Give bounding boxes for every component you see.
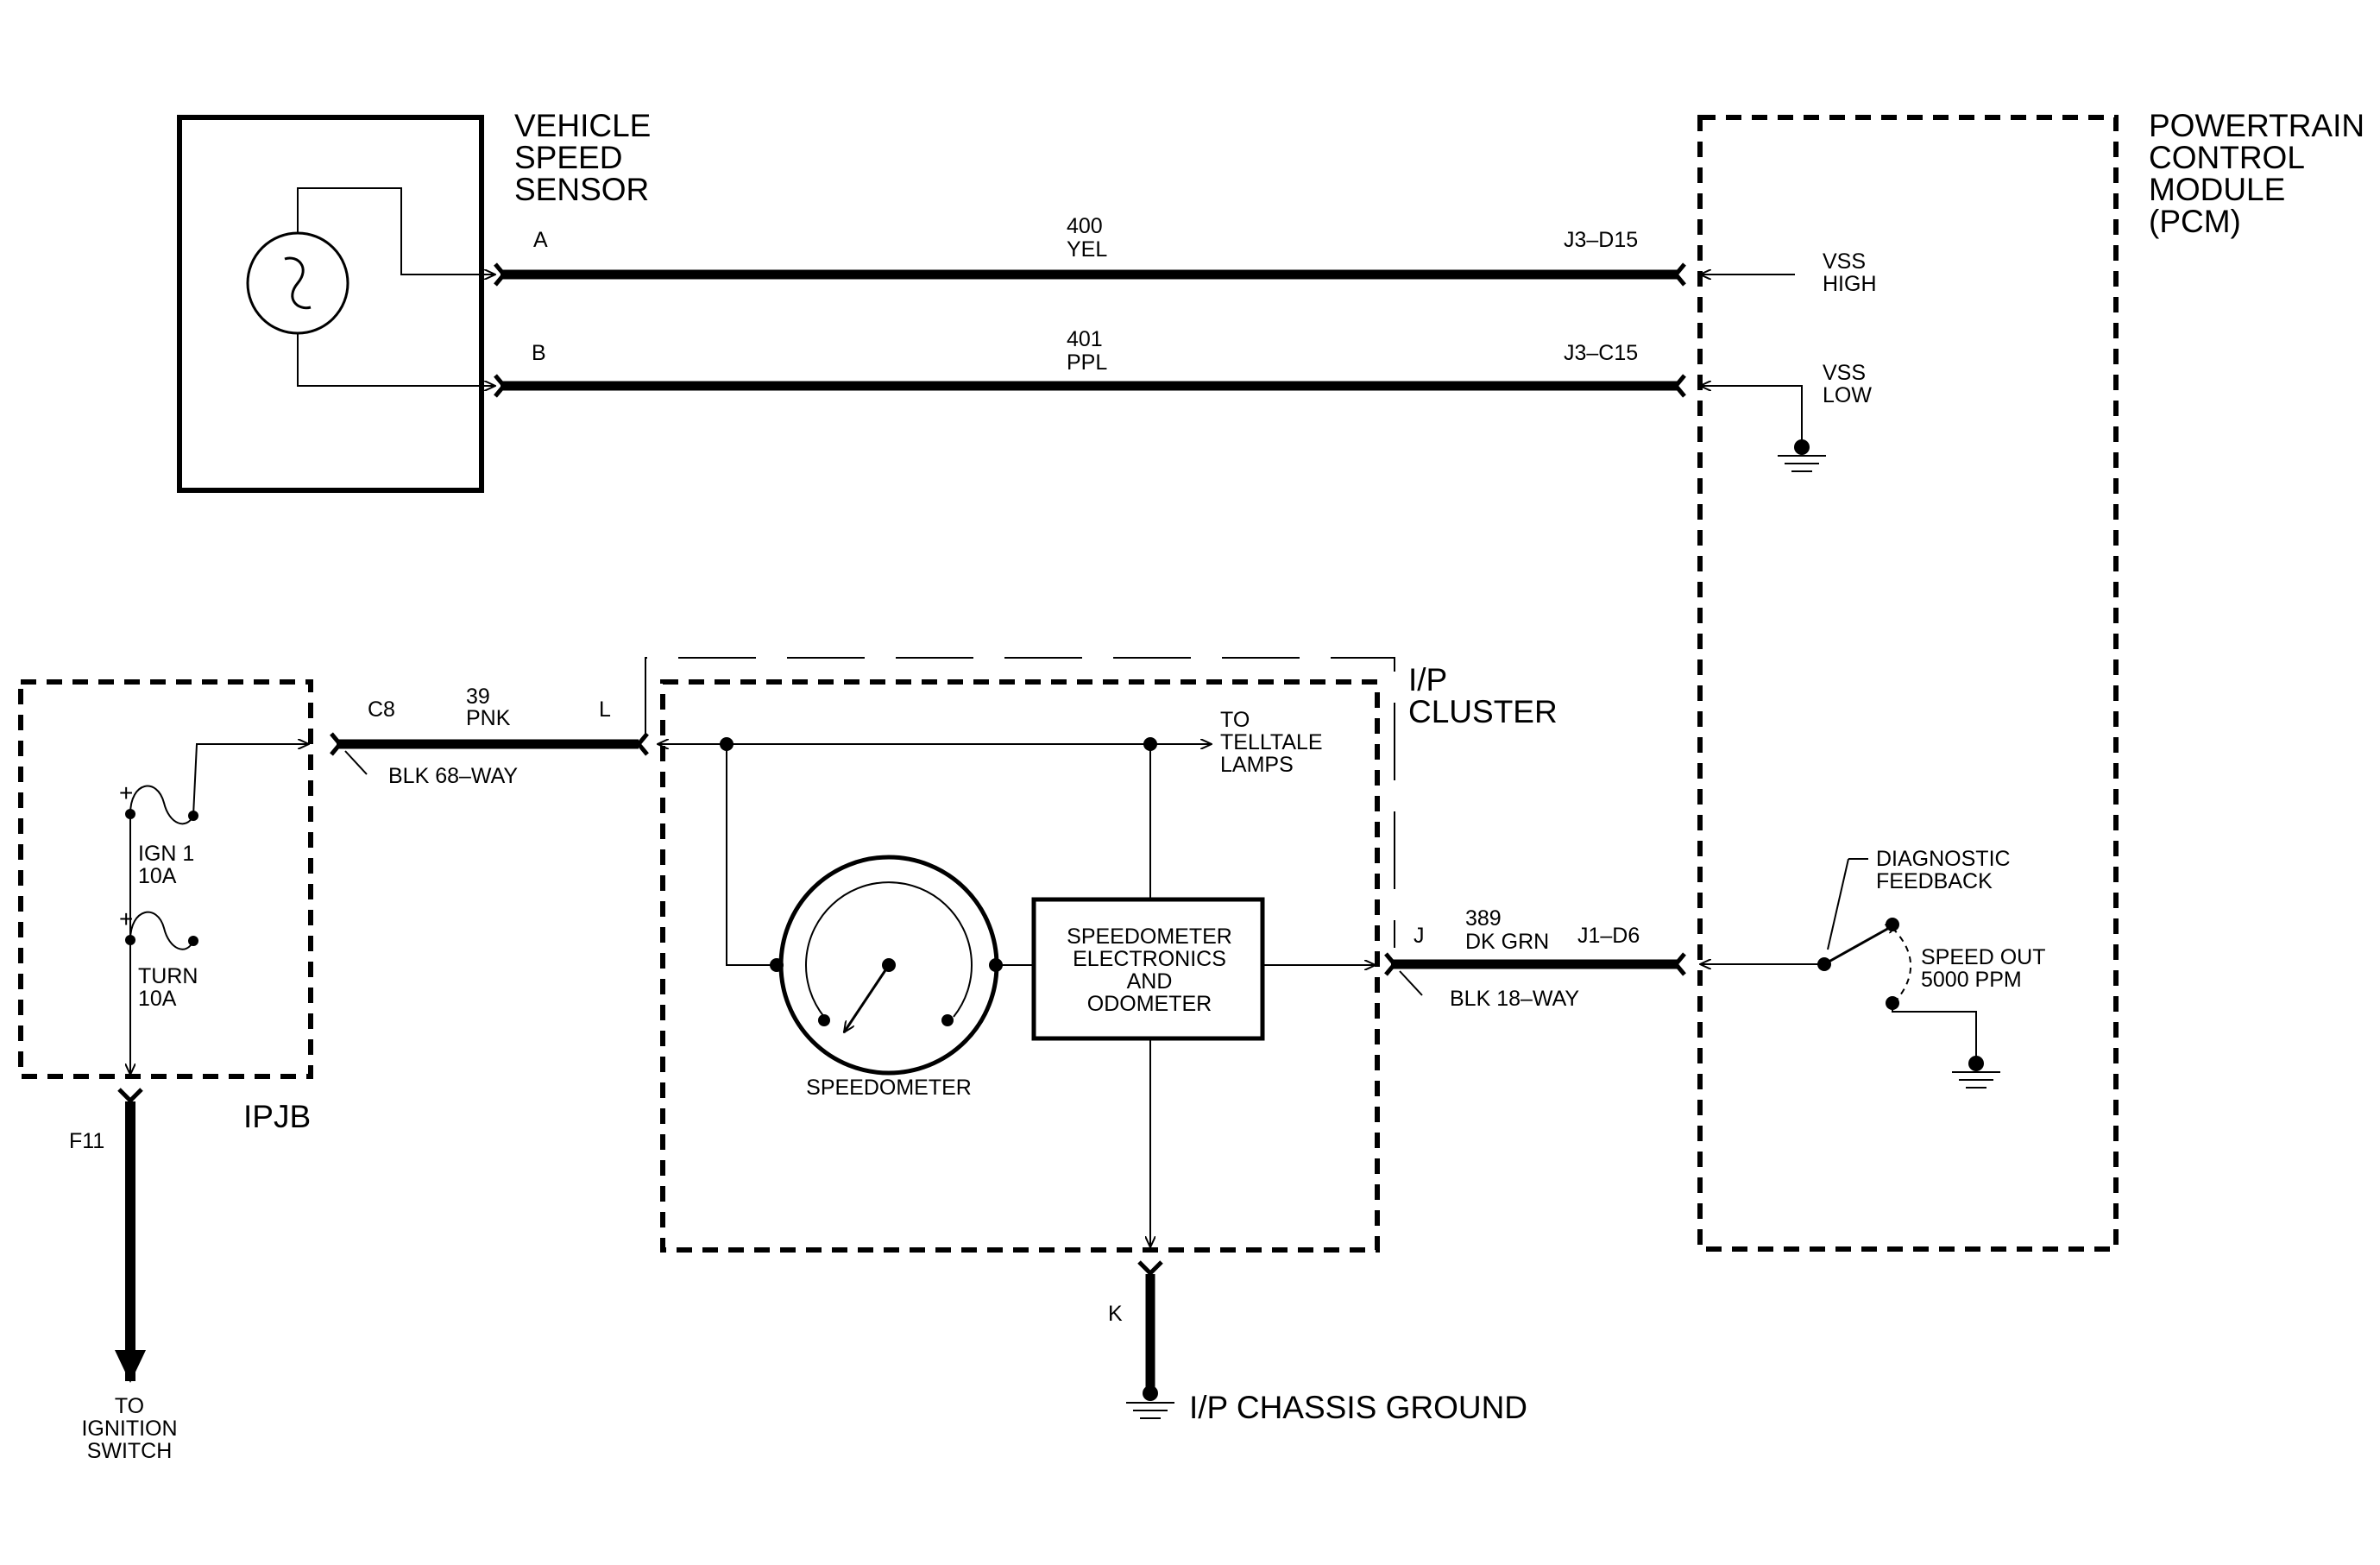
wire-b-pcm-pin: J3–C15 [1564,341,1638,365]
wire-401-ppl: B 401 PPL J3–C15 [494,327,1686,398]
wire-389-pcm-pin: J1–D6 [1577,924,1640,948]
ipjb-pin: F11 [69,1129,104,1153]
speed-out-1: SPEED OUT [1921,945,2045,969]
fuse1-plus: + [119,779,133,806]
vss-low-2: LOW [1823,383,1872,407]
wire-400-yel: A 400 YEL J3–D15 [494,214,1686,287]
ground-pin: K [1108,1302,1123,1326]
to-ignition-3: SWITCH [87,1439,173,1463]
telltale-2: TELLTALE [1220,730,1323,754]
pcm-ground-icon [1778,439,1826,472]
wire-b-circuit: 401 [1067,327,1103,351]
vss-high-1: VSS [1823,249,1866,274]
electronics-4: ODOMETER [1087,992,1212,1016]
electronics-3: AND [1127,969,1173,994]
diagnostic-feedback-1: DIAGNOSTIC [1876,847,2011,871]
wire-a-color: YEL [1067,237,1107,262]
cluster-title-2: CLUSTER [1408,694,1558,729]
chassis-ground-icon [1126,1385,1174,1419]
pcm-title-3: MODULE [2149,172,2285,207]
electronics-2: ELECTRONICS [1073,947,1226,971]
telltale-3: LAMPS [1220,753,1294,777]
ipjb-title: IPJB [243,1099,311,1134]
pcm-title-2: CONTROL [2149,140,2305,175]
speed-out-ground-icon [1952,1056,2000,1089]
wire-b-pin: B [532,341,546,365]
wire-a-pin: A [533,228,548,252]
wire-39-pin-right: L [599,697,611,722]
speedometer-label: SPEEDOMETER [806,1076,972,1100]
vss-title-1: VEHICLE [514,108,651,143]
wire-389-circuit: 389 [1465,906,1502,931]
fuse1-rating: 10A [138,864,177,888]
vss-title-3: SENSOR [514,172,649,207]
to-ignition-1: TO [115,1394,144,1418]
speedometer-gauge-icon [770,855,1003,1076]
wire-389-connector: BLK 18–WAY [1450,987,1579,1011]
wire-a-circuit: 400 [1067,214,1103,238]
wire-389-color: DK GRN [1465,930,1549,954]
wire-39-color: PNK [466,706,511,730]
telltale-1: TO [1220,708,1250,732]
pcm-title-1: POWERTRAIN [2149,108,2364,143]
cluster-title-1: I/P [1408,662,1447,697]
diagnostic-feedback-2: FEEDBACK [1876,869,1993,893]
speed-out-2: 5000 PPM [1921,968,2022,992]
wire-39-connector: BLK 68–WAY [388,764,518,788]
chassis-ground-label: I/P CHASSIS GROUND [1189,1390,1527,1425]
wire-389-pin-left: J [1414,924,1425,948]
vss-high-2: HIGH [1823,272,1877,296]
wire-39-pnk: C8 39 PNK L BLK 68–WAY [330,685,649,788]
wire-b-color: PPL [1067,350,1107,375]
vss-low-1: VSS [1823,361,1866,385]
wire-a-pcm-pin: J3–D15 [1564,228,1638,252]
vss-title-2: SPEED [514,140,622,175]
pcm-title-4: (PCM) [2149,204,2241,239]
wire-39-pin-left: C8 [368,697,395,722]
fuse1-name: IGN 1 [138,842,194,866]
electronics-1: SPEEDOMETER [1067,924,1232,949]
wire-39-circuit: 39 [466,685,490,709]
to-ignition-2: IGNITION [81,1417,177,1441]
fuse2-name: TURN [138,964,198,988]
wire-389-dk-grn: J 389 DK GRN J1–D6 BLK 18–WAY [1384,906,1686,1011]
fuse2-rating: 10A [138,987,177,1011]
